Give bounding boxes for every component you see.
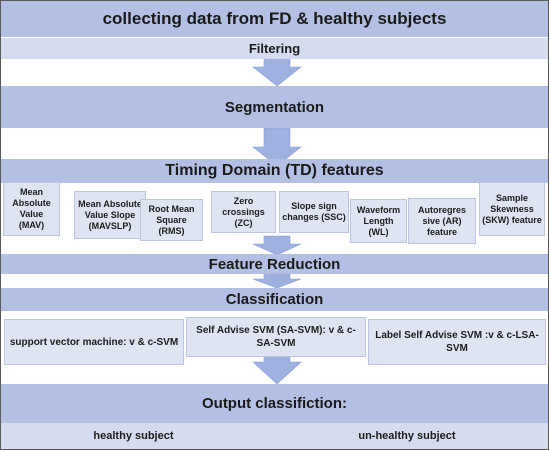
output-unhealthy: un-healthy subject [358, 430, 456, 442]
classifier-lsa-svm: Label Self Advise SVM :v & c-LSA-SVM [368, 319, 546, 365]
feature-mavslp: Mean Absolute Value Slope (MAVSLP) [74, 191, 146, 239]
output-healthy: healthy subject [93, 430, 174, 442]
step-feature-reduction: Feature Reduction [1, 254, 548, 274]
arrow-filter-to-seg [252, 57, 302, 87]
step-td-features: Timing Domain (TD) features [1, 159, 548, 183]
classifier-sa-svm: Self Advise SVM (SA-SVM): v & c-SA-SVM [186, 317, 366, 357]
feature-rms: Root Mean Square (RMS) [140, 199, 203, 241]
feature-wl: Waveform Length (WL) [350, 199, 407, 243]
step-segmentation: Segmentation [1, 86, 548, 128]
feature-skw: Sample Skewness (SKW) feature [479, 182, 545, 236]
feature-ssc: Slope sign changes (SSC) [279, 191, 349, 233]
arrow-seg-to-td [252, 127, 302, 167]
arrow-td-to-red [252, 235, 302, 256]
step-filtering: Filtering [1, 38, 548, 59]
feature-zc: Zero crossings (ZC) [211, 191, 276, 233]
step-collect: collecting data from FD & healthy subjec… [1, 1, 548, 37]
arrow-red-to-cls [252, 273, 302, 289]
feature-ar: Autoregres sive (AR) feature [408, 198, 476, 244]
classifier-svm: support vector machine: v & c-SVM [4, 319, 184, 365]
feature-mav: Mean Absolute Value (MAV) [3, 182, 60, 236]
output-row: healthy subject un-healthy subject [1, 423, 548, 449]
step-classification: Classification [1, 288, 548, 311]
step-output: Output classifiction: [1, 384, 548, 423]
